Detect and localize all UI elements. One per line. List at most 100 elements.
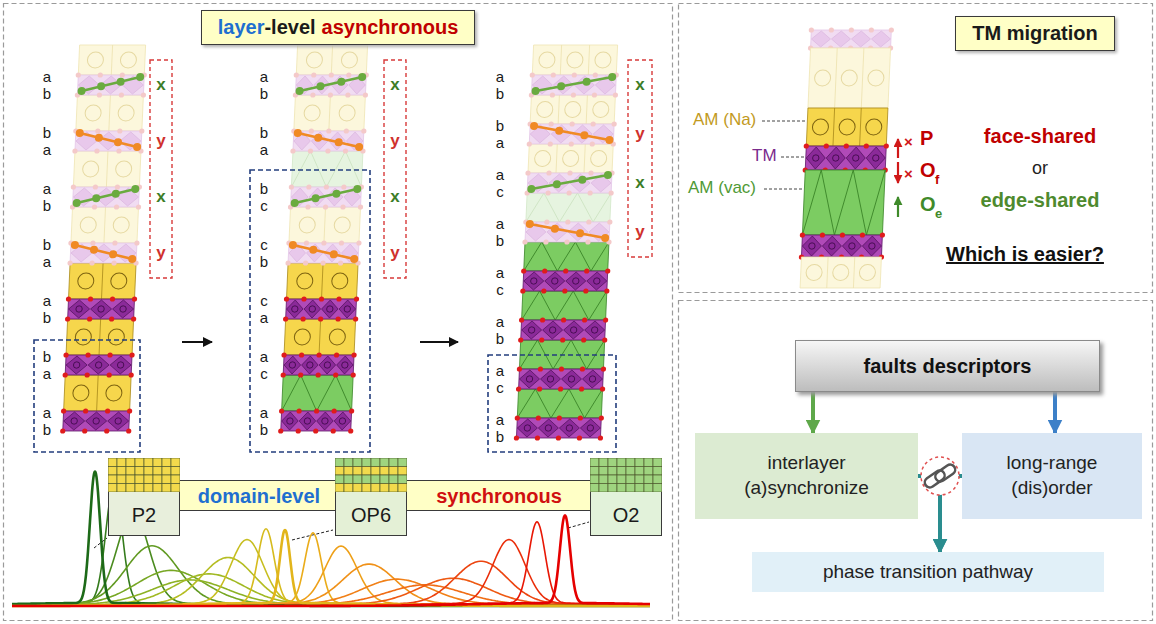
tm-ion (587, 425, 594, 431)
oxygen-atom (303, 260, 308, 265)
oxygen-atom (577, 435, 582, 440)
oxygen-atom (326, 128, 331, 133)
domain-frame (488, 355, 616, 452)
link-icon (921, 457, 959, 495)
lattice-cell (626, 484, 635, 493)
prismatic-layer (69, 263, 137, 299)
process-box: interlayer (a)synchronize (695, 433, 918, 519)
tm-octahedron (542, 321, 563, 339)
tm-ion (287, 418, 294, 424)
tm-ion (530, 278, 537, 284)
stick-atom (605, 136, 613, 144)
oxygen-atom (550, 92, 555, 97)
oxygen-atom (530, 72, 535, 77)
node-text: TM migration (972, 22, 1098, 45)
title-box: TM migration (955, 16, 1115, 51)
lattice-cell (335, 484, 344, 493)
stick-atom (294, 129, 302, 137)
oxygen-atom (579, 386, 584, 391)
tm-ion (812, 155, 819, 161)
tm-octahedron (582, 370, 603, 388)
oxygen-atom (84, 372, 89, 377)
octahedral-layer (291, 151, 363, 187)
tm-octahedron (88, 356, 110, 374)
sequence-bracket (628, 60, 652, 257)
blocked-mark: × (904, 165, 913, 182)
lattice-cell (153, 467, 162, 476)
oxygen-atom (97, 92, 102, 97)
lattice-cell (362, 467, 371, 476)
lattice-cell (389, 458, 398, 467)
tm-ion (832, 155, 839, 161)
stacking-letters: b a (494, 117, 506, 151)
oxygen-atom (117, 128, 122, 133)
stacking-letters: c b (258, 236, 270, 270)
stacking-stick (292, 245, 355, 259)
sodium-site (539, 52, 556, 68)
oxygen-atom (110, 296, 115, 301)
oxygen-atom (860, 232, 865, 237)
lattice-cell (162, 467, 171, 476)
prism-edge (106, 151, 108, 187)
stick-atom (73, 199, 81, 207)
oxygen-atom (313, 428, 318, 433)
stick-atom (289, 241, 297, 249)
lattice-cell (162, 458, 171, 467)
leader-line (762, 121, 805, 122)
oxygen-atom (116, 148, 121, 153)
stacking-symbol: x (156, 75, 165, 95)
lattice-cell (617, 458, 626, 467)
stick-atom (314, 134, 322, 142)
lattice-cell (153, 458, 162, 467)
tm-ion (526, 376, 533, 382)
oxygen-atom (517, 366, 522, 371)
oxygen-atom (844, 143, 849, 148)
prismatic-layer (800, 257, 881, 288)
oxygen-atom (518, 337, 523, 342)
oxygen-atom (281, 352, 286, 357)
lattice-cell (162, 484, 171, 493)
node-text: phase transition pathway (823, 560, 1033, 585)
oxygen-atom (880, 232, 885, 237)
oxygen-atom (304, 240, 309, 245)
stick-atom (578, 176, 586, 184)
tm-octahedron (299, 412, 316, 430)
stick-atom (71, 241, 79, 249)
oxygen-atom (537, 386, 542, 391)
tm-layer (281, 411, 352, 431)
oxygen-atom (840, 232, 845, 237)
tm-layer (519, 369, 604, 389)
stacking-letters: a c (494, 166, 506, 200)
oxygen-atom (363, 92, 368, 97)
oxygen-atom (592, 92, 597, 97)
oxygen-atom (564, 239, 569, 244)
sodium-site (118, 105, 135, 121)
prism-edge (584, 144, 585, 173)
tm-octahedron (110, 356, 132, 374)
tm-ion (339, 418, 346, 424)
oxygen-atom (93, 184, 98, 189)
stick-atom (316, 82, 324, 90)
prismatic-layer (66, 319, 134, 355)
oxygen-atom (583, 288, 588, 293)
sodium-site (814, 70, 831, 86)
tm-ion (307, 362, 314, 368)
lattice-cell (362, 475, 371, 484)
oxygen-atom (560, 337, 565, 342)
tm-octahedron (281, 412, 298, 430)
tm-ion (549, 327, 556, 333)
oxygen-atom (89, 260, 94, 265)
lattice-cell (335, 467, 344, 476)
stick-atom (128, 255, 136, 263)
tm-octahedron (316, 412, 333, 430)
tm-octahedron (519, 370, 540, 388)
node-text: synchronous (436, 484, 562, 507)
prism-edge (104, 207, 106, 243)
stacking-symbol: y (635, 124, 644, 144)
sodium-site (839, 119, 856, 135)
lattice-cell (389, 467, 398, 476)
stacking-letters: a b (494, 215, 506, 249)
tm-octahedron (570, 174, 591, 192)
oxygen-atom (104, 428, 109, 433)
